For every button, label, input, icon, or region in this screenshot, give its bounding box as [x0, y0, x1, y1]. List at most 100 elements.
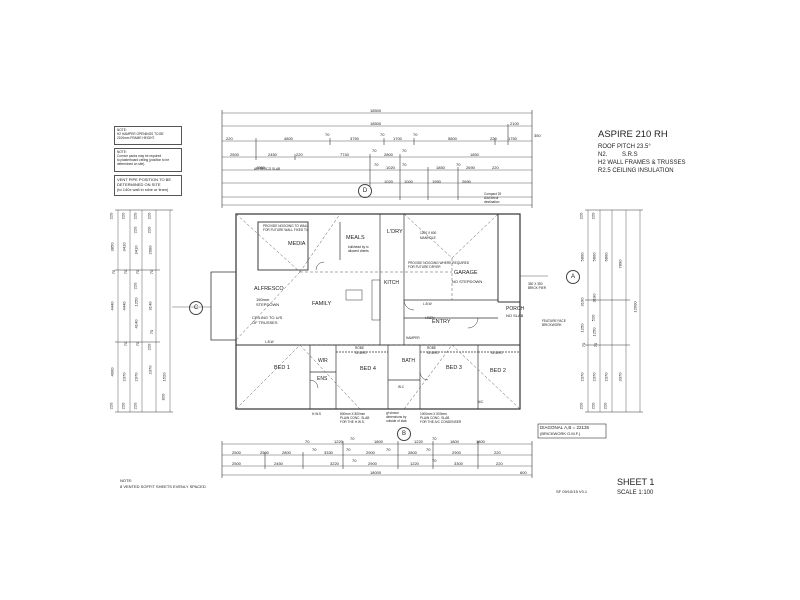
dim-right: 2370 — [579, 372, 585, 382]
label-hamper: HAMPER — [406, 336, 420, 340]
dim-bottom: 2900 — [366, 450, 375, 455]
dim-left: 220 — [132, 226, 138, 234]
dim-right: 520 — [590, 314, 596, 322]
annotation-meals: bulkhead by lo — [348, 245, 369, 249]
marker-d: D — [358, 184, 372, 198]
dim-bottom: 2500 — [232, 450, 241, 455]
dim-right: 220 — [590, 212, 596, 220]
dim-top: 70 — [402, 162, 407, 167]
room-bath: BATH — [402, 358, 415, 364]
dim-right: 5800 — [591, 252, 597, 262]
porch-note: NO SLAB — [506, 313, 524, 318]
room-alfresco: ALFRESCO — [254, 286, 284, 292]
annotation-shown: dimensions by — [386, 415, 407, 419]
dim-right: 220 — [602, 402, 608, 410]
dim-bottom: 70 — [350, 436, 355, 441]
marker-a: A — [566, 270, 580, 284]
dim-bottom: 2450 — [274, 461, 283, 466]
dim-top: 7740 — [340, 152, 349, 157]
dim-right: 6800 — [603, 252, 609, 262]
dim-right: 7890 — [617, 259, 623, 269]
annotation-hws: H.W.S — [312, 412, 322, 416]
diagonal-dim: DIAGONAL A,B = 22135 — [540, 425, 589, 430]
dim-top: 220 — [226, 136, 233, 141]
dim-bottom: 70 — [305, 439, 310, 444]
alfresco-ceiling: CEILING TO U/S — [252, 315, 283, 320]
dim-top: 2800 — [384, 152, 393, 157]
dim-bottom: 70 — [432, 458, 437, 463]
dim-right: 2370 — [603, 372, 609, 382]
marker-b: B — [397, 427, 411, 441]
note-line: VENT PIPE POSITION TO BE — [117, 177, 172, 182]
room-media: MEDIA — [288, 241, 306, 247]
dim-left: 4000 — [109, 367, 115, 377]
dim-right: 1250 — [579, 323, 585, 333]
dim-bottom: 3330 — [324, 450, 333, 455]
dim-bottom: 2500 — [260, 450, 269, 455]
dim-right: 70 — [593, 342, 599, 348]
dim-left: 4440 — [109, 301, 115, 311]
label-lbw: L.B.W — [423, 302, 432, 306]
dim-left: 820 — [160, 393, 166, 401]
annotation-feature: FEATURE FACE — [542, 319, 566, 323]
room-ensuite: ENS — [317, 376, 328, 382]
dim-bottom: 70 — [426, 447, 431, 452]
dim-top: 3750 — [350, 136, 359, 141]
dim-right: 1250 — [591, 327, 597, 337]
sheet-scale: SCALE 1:100 — [617, 490, 654, 496]
label-linen: LINEN — [425, 316, 435, 320]
dim-left: 3850 — [109, 242, 115, 252]
dim-left: 220 — [108, 402, 114, 410]
annotation-compact: Compact 25 — [484, 192, 502, 196]
annotation-ac-slab: FOR THE A/C CONDENSER — [420, 420, 462, 424]
dim-bottom: 70 — [312, 447, 317, 452]
room-family: FAMILY — [312, 301, 332, 307]
dim-left: 220 — [108, 212, 114, 220]
dim-top: 4800 — [284, 136, 293, 141]
annotation-hws-slab: FOR THE H.W.S. — [340, 420, 365, 424]
room-wir: WIR — [318, 358, 328, 364]
garage-note: NO STEPDOWN — [452, 279, 483, 284]
dim-top: 1000 — [404, 179, 413, 184]
dim-top: 70 — [402, 148, 407, 153]
annotation-shown: gf shown — [386, 411, 399, 415]
dim-left: 70 — [149, 329, 155, 335]
label-robe: ROBE — [427, 346, 437, 350]
annotation-ac: A/C — [478, 400, 484, 404]
plan-title: ASPIRE 210 RH — [598, 129, 668, 140]
annotation-compact: Add decor — [484, 196, 499, 200]
dim-right: 5800 — [579, 252, 585, 262]
note-line: to plasterboard ceiling (position to be — [117, 158, 170, 162]
note-line: H2 HAMPER OPENINGS TO BE — [117, 132, 164, 136]
dim-left: 220 — [120, 402, 126, 410]
label-robe: ROBE — [355, 346, 365, 350]
dim-left: 2370 — [133, 372, 139, 382]
note-line: Cornice packs may be required — [117, 154, 162, 158]
dim-top: 1850 — [436, 165, 445, 170]
dim-top: 70 — [325, 132, 330, 137]
label-sliding-doors: SL/DRS — [355, 351, 367, 355]
alfresco-note: 150mm — [256, 297, 270, 302]
dim-right: 3190 — [579, 297, 585, 307]
dim-right: 70 — [581, 342, 587, 348]
dim-left: 4440 — [121, 301, 127, 311]
dim-top: 5800 — [448, 136, 457, 141]
dim-left: 3410 — [133, 245, 139, 255]
dim-bottom: 70 — [352, 458, 357, 463]
dim-top: 70 — [372, 148, 377, 153]
annotation-meals: allowed clients — [348, 249, 369, 253]
ceiling-insulation: R2.5 CEILING INSULATION — [598, 168, 674, 174]
annotation-shown: outside of slab — [386, 419, 407, 423]
dim-overall-top: 18500 — [370, 108, 382, 113]
dim-bottom: 2800 — [282, 450, 291, 455]
dim-top: 220 — [492, 165, 499, 170]
dim-bottom: 70 — [386, 447, 391, 452]
dim-right: 220 — [578, 402, 584, 410]
dim-right: 12600 — [632, 301, 638, 313]
room-porch: PORCH — [506, 306, 525, 312]
dim-left: 2370 — [121, 372, 127, 382]
dim-bottom: 1220 — [334, 439, 343, 444]
annotation-ac-slab: 1000mm X 500mm — [420, 412, 447, 416]
annotation-manhole: 1200 X 600 — [420, 231, 437, 235]
diagonal-note: (BRICKWORK O.M.F.) — [540, 431, 581, 436]
